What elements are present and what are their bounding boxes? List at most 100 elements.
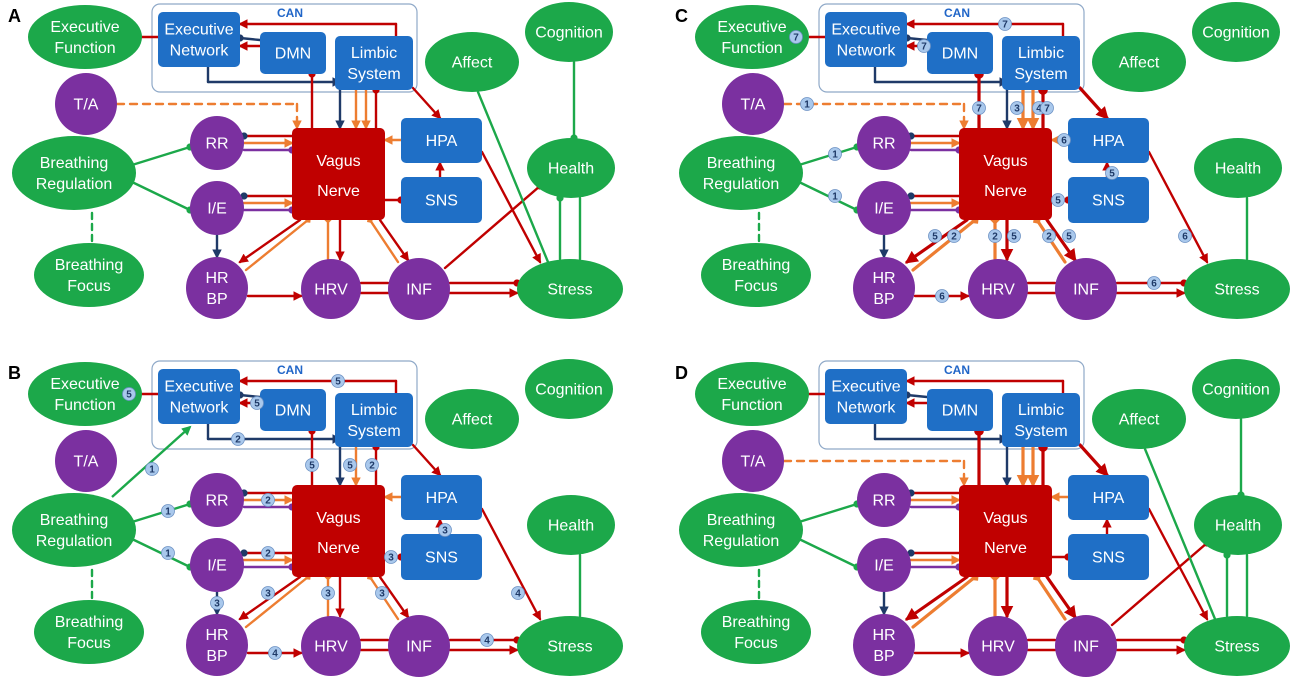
breath-reg-label: Regulation [703,176,780,193]
vagus-label: Nerve [317,540,360,557]
step-badge-number: 5 [932,232,938,243]
exec-net-label: Network [837,43,897,60]
cognition-label: Cognition [1202,382,1270,399]
step-badge-number: 5 [1055,196,1061,207]
step-badge: 5 [1007,229,1021,243]
step-badge: 1 [161,546,175,560]
vagus-label: Vagus [983,153,1027,170]
step-badge-number: 2 [1046,232,1052,243]
edge-v-inf2 [378,575,410,619]
stress-label: Stress [547,282,592,299]
breath-focus-label: Breathing [722,614,791,631]
edge-v-hrbp2 [244,217,311,272]
step-badge-number: 2 [992,232,998,243]
affect-label: Affect [1119,412,1160,429]
edge-br-ie [797,180,861,214]
limbic-label: System [1014,423,1067,440]
can-label: CAN [944,6,970,20]
step-badge: 2 [365,458,379,472]
vagus-label: Vagus [316,153,360,170]
step-badge: 7 [972,101,986,115]
exec-func-label: Function [54,40,115,57]
step-badge-number: 4 [484,636,490,647]
can-label: CAN [277,6,303,20]
limbic-label: Limbic [351,402,397,419]
step-badge-number: 1 [165,549,171,560]
node-stress: Stress [517,259,623,319]
hrbp-label: HR [872,270,895,287]
step-badge: 2 [261,493,275,507]
edge-limb-hpa [411,86,442,120]
stress-label: Stress [1214,639,1259,656]
edge-dmn-en1 [236,34,262,42]
edge-hpa-stress [1147,507,1209,621]
step-badge-number: 5 [309,461,315,472]
dmn-label: DMN [275,46,311,63]
step-badge-number: 7 [1044,104,1050,115]
vagus-label: Nerve [984,183,1027,200]
edge-br-rr [130,143,194,167]
cognition-label: Cognition [535,382,603,399]
health-label: Health [1215,161,1261,178]
edge-limb-hpa [1078,443,1109,477]
node-hpa: HPA [1068,475,1149,520]
ie-label: I/E [207,558,227,575]
node-rr: RR [857,473,911,527]
ie-label: I/E [874,201,894,218]
affect-label: Affect [1119,55,1160,72]
step-badge-number: 1 [832,192,838,203]
step-badge: 5 [122,387,136,401]
rr-label: RR [872,136,895,153]
step-badge: 5 [1051,193,1065,207]
step-badge-number: 3 [442,526,448,537]
node-affect: Affect [1092,32,1186,92]
step-badge: 4 [511,586,525,600]
breath-focus-label: Focus [734,635,778,652]
rr-label: RR [205,136,228,153]
exec-func-label: Executive [50,376,119,393]
breath-reg-label: Regulation [36,176,113,193]
step-badge: 3 [438,523,452,537]
node-inf: INF [388,258,450,320]
exec-func-label: Function [54,397,115,414]
node-health: Health [527,138,615,198]
step-badge-number: 6 [1151,279,1157,290]
ta-label: T/A [74,97,99,114]
health-label: Health [1215,518,1261,535]
step-badge-number: 2 [265,549,271,560]
rr-label: RR [205,493,228,510]
hrbp-label: BP [206,648,227,665]
ta-label: T/A [741,454,766,471]
step-badge-number: 5 [1011,232,1017,243]
step-badge-number: 6 [1182,232,1188,243]
step-badge: 5 [928,229,942,243]
limbic-label: System [347,66,400,83]
node-cognition: Cognition [525,359,613,419]
breath-reg-label: Regulation [703,533,780,550]
step-badge: 6 [1147,276,1161,290]
ta-label: T/A [741,97,766,114]
edge-affect-stress [1143,447,1217,621]
limbic-label: Limbic [1018,45,1064,62]
panel-letter: A [8,6,21,26]
edge-br-ie [130,180,194,214]
vagus-label: Nerve [984,540,1027,557]
dmn-label: DMN [942,403,978,420]
node-dmn: DMN [927,389,993,431]
step-badge-number: 3 [214,599,220,610]
breath-focus-label: Breathing [55,614,124,631]
step-badge-number: 3 [379,589,385,600]
edge-br-rr [130,500,194,524]
node-ta: T/A [55,73,117,135]
exec-func-label: Function [721,397,782,414]
